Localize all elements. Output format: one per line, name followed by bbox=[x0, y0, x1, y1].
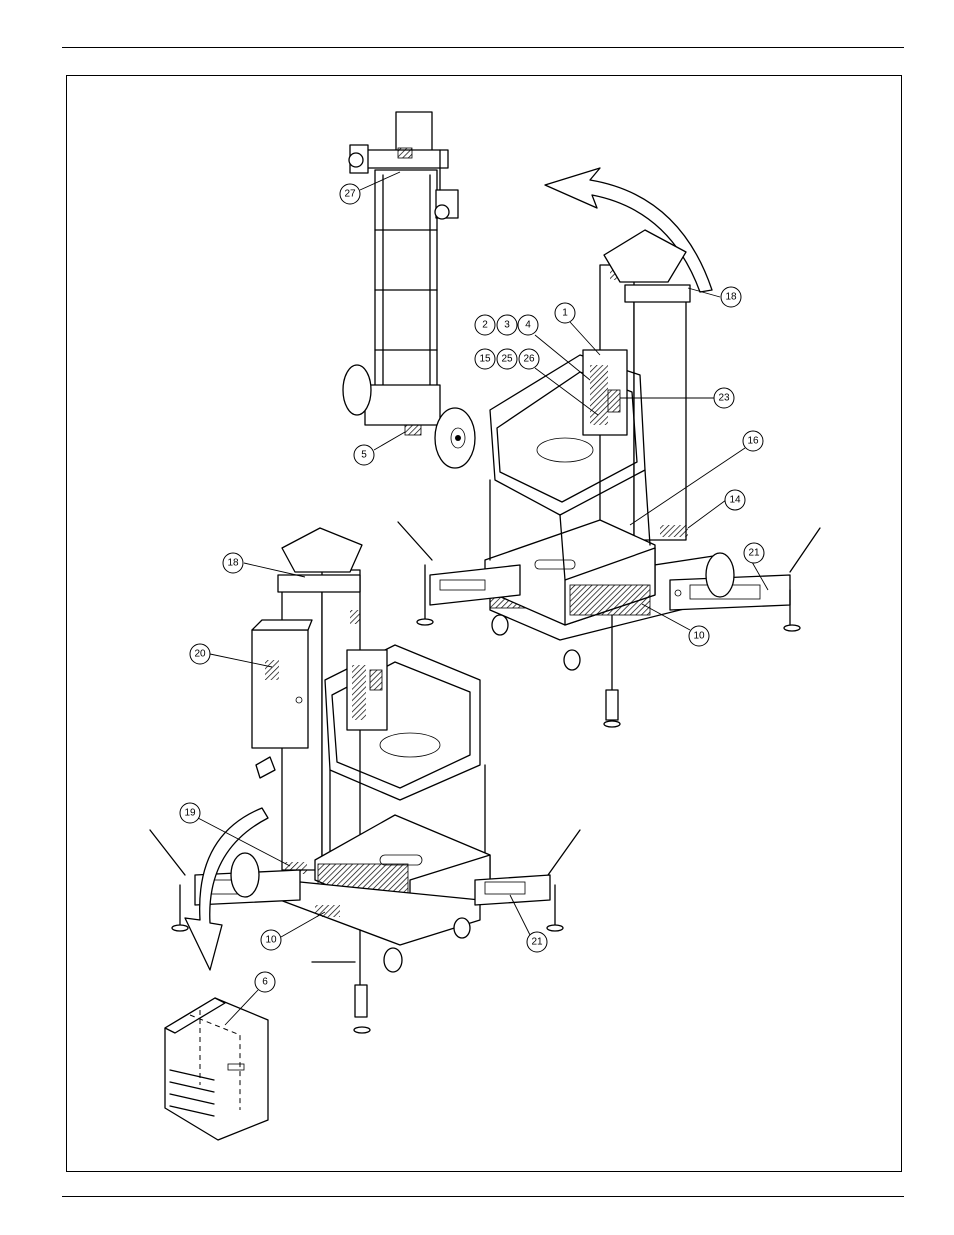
callout-20: 20 bbox=[190, 644, 210, 664]
callout-6: 6 bbox=[255, 972, 275, 992]
callout-2: 2 bbox=[475, 315, 495, 335]
callout-label: 18 bbox=[725, 292, 737, 303]
callout-3: 3 bbox=[497, 315, 517, 335]
callout-label: 25 bbox=[501, 354, 513, 365]
cover-illustration bbox=[165, 998, 268, 1140]
callout-5: 5 bbox=[354, 445, 374, 465]
callout-label: 20 bbox=[194, 649, 206, 660]
callout-15: 15 bbox=[475, 349, 495, 369]
callout-label: 1 bbox=[562, 308, 568, 319]
callout-label: 15 bbox=[479, 354, 491, 365]
callout-label: 26 bbox=[523, 354, 535, 365]
callout-label: 5 bbox=[361, 450, 367, 461]
callout-label: 6 bbox=[262, 977, 268, 988]
callout-21-left: 21 bbox=[527, 932, 547, 952]
callout-18-right: 18 bbox=[721, 287, 741, 307]
callout-23: 23 bbox=[714, 388, 734, 408]
callout-10-left: 10 bbox=[261, 930, 281, 950]
callout-label: 23 bbox=[718, 393, 730, 404]
callout-label: 2 bbox=[482, 320, 488, 331]
callout-25: 25 bbox=[497, 349, 517, 369]
callout-label: 21 bbox=[531, 937, 543, 948]
callout-label: 16 bbox=[747, 436, 759, 447]
callout-label: 19 bbox=[184, 808, 196, 819]
callout-19: 19 bbox=[180, 803, 200, 823]
callout-1: 1 bbox=[555, 303, 575, 323]
callout-18-left: 18 bbox=[223, 553, 243, 573]
callout-21-right: 21 bbox=[744, 543, 764, 563]
callout-label: 14 bbox=[729, 495, 741, 506]
folded-lift-illustration bbox=[343, 112, 475, 468]
callout-label: 4 bbox=[525, 320, 531, 331]
callout-label: 3 bbox=[504, 320, 510, 331]
callout-label: 27 bbox=[344, 189, 356, 200]
callout-label: 10 bbox=[265, 935, 277, 946]
callout-10-right: 10 bbox=[689, 626, 709, 646]
callout-label: 21 bbox=[748, 548, 760, 559]
callout-14: 14 bbox=[725, 490, 745, 510]
callout-16: 16 bbox=[743, 431, 763, 451]
callout-27: 27 bbox=[340, 184, 360, 204]
callout-4: 4 bbox=[518, 315, 538, 335]
callout-label: 10 bbox=[693, 631, 705, 642]
callout-26: 26 bbox=[519, 349, 539, 369]
callout-label: 18 bbox=[227, 558, 239, 569]
